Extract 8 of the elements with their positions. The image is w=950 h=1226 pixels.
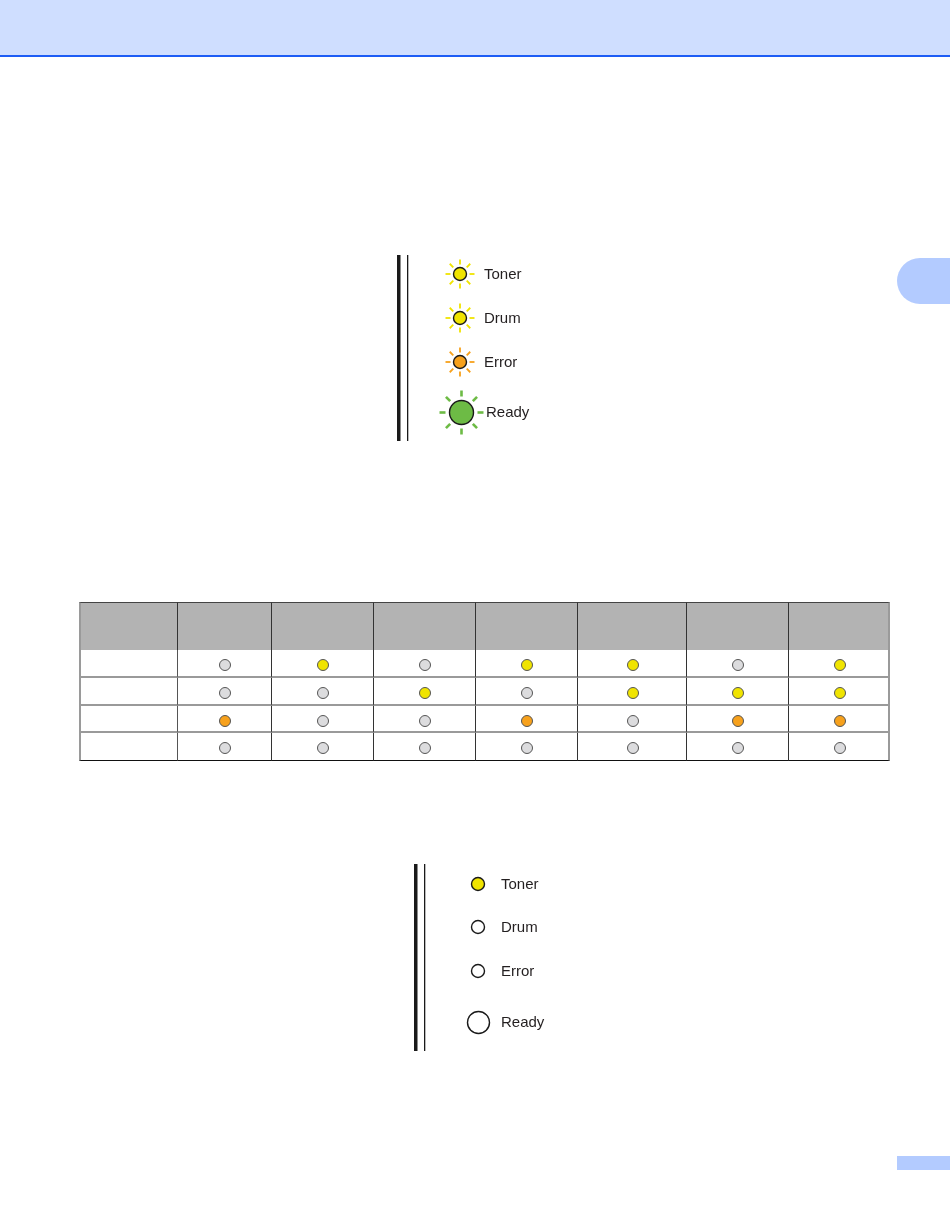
indicator-label: Drum <box>501 918 538 936</box>
indicator-label: Ready <box>486 403 530 421</box>
indicator-label: Error <box>501 962 535 980</box>
indicator-label: Drum <box>484 309 521 327</box>
indicator-label: Ready <box>501 1013 545 1031</box>
indicator-label: Toner <box>484 265 522 283</box>
indicator-label: Error <box>484 353 518 371</box>
indicator-label: Toner <box>501 875 539 893</box>
